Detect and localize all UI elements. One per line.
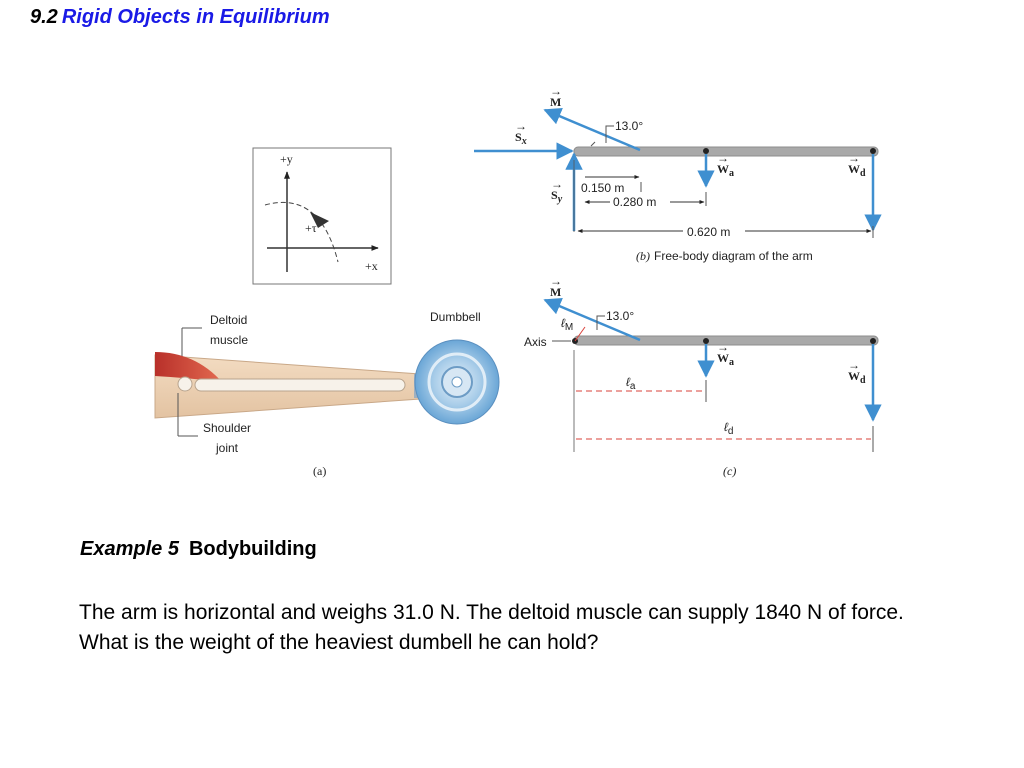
lever-arm-m-line [574,326,586,342]
sx-label: Sx [515,130,527,147]
svg-text:→: → [848,151,860,165]
torque-label: +τ [305,221,317,235]
arm-illustration [154,327,421,437]
free-body-diagram-b [474,108,882,238]
wd-label-b: Wd [848,162,866,179]
angle-label-c: 13.0° [606,309,634,323]
muscle-label: muscle [210,333,248,347]
question-text: The arm is horizontal and weighs 31.0 N.… [79,601,904,654]
y-axis-label: +y [280,152,293,166]
svg-text:→: → [515,119,527,133]
dumbbell-shape [414,339,500,425]
lever-a-label: ℓa [626,375,636,392]
shoulder-label: Shoulder [203,421,251,435]
dist-0150: 0.150 m [581,181,624,195]
rotation-dashed-arc [264,201,339,263]
sy-label: Sy [551,188,563,205]
example-heading: Example 5 Bodybuilding [80,538,317,561]
caption-a: (a) [313,464,326,478]
svg-text:→: → [550,84,562,98]
axes-box: +y +x +τ [252,147,392,285]
m-label-b: M [550,95,561,109]
svg-text:→: → [717,151,729,165]
section-number: 9.2 [30,6,58,28]
arm-beam-b [573,146,879,157]
example-label: Example 5 [80,538,179,560]
svg-text:→: → [848,358,860,372]
wa-label-c: Wa [717,351,734,368]
x-axis-label: +x [365,259,378,273]
svg-text:→: → [551,177,563,191]
deltoid-label: Deltoid [210,313,247,327]
wd-label-c: Wd [848,369,866,386]
dist-0280: 0.280 m [613,195,656,209]
lever-d-label: ℓd [724,420,733,437]
svg-text:→: → [550,274,562,288]
wa-label-b: Wa [717,162,734,179]
example-title: Bodybuilding [188,538,317,560]
caption-c: (c) [723,464,736,478]
axis-label: Axis [524,335,547,349]
lever-arm-diagram-c [543,298,882,452]
humerus-bone [194,378,406,392]
m-arrow-c [543,298,641,342]
dumbbell-label: Dumbbell [430,310,481,324]
dist-0620: 0.620 m [687,225,730,239]
equilibrium-figure: +y +x +τ Deltoid muscle Shoulder joint D… [154,84,882,478]
shoulder-joint-shape [177,376,193,392]
svg-text:→: → [717,340,729,354]
caption-b: (b)Free-body diagram of the arm [636,249,813,263]
section-title: Rigid Objects in Equilibrium [61,6,330,28]
m-arrow-b [543,108,641,152]
deltoid-muscle-shape [155,352,222,382]
joint-label: joint [215,441,239,455]
rotation-arrowhead [310,212,329,228]
m-label-c: M [550,285,561,299]
lever-m-label: ℓM [561,316,573,333]
angle-label-b: 13.0° [615,119,643,133]
